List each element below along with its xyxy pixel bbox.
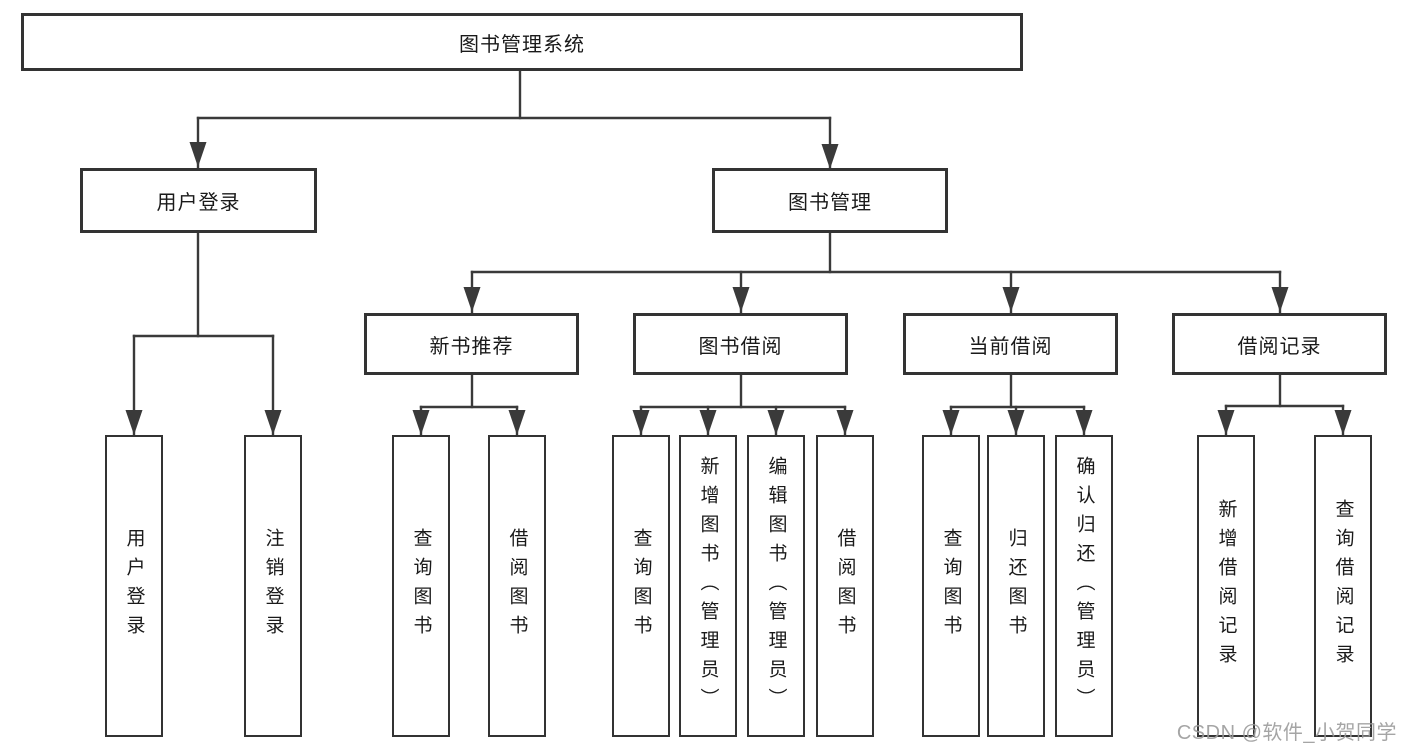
leaf-borrow-borrow-books: 借阅图书: [816, 435, 874, 737]
node-library-system: 图书管理系统: [21, 13, 1023, 71]
leaf-borrow-query-books: 查询图书: [612, 435, 670, 737]
node-book-borrow: 图书借阅: [633, 313, 848, 375]
leaf-records-add-record: 新增借阅记录: [1197, 435, 1255, 737]
node-new-book-recommend: 新书推荐: [364, 313, 579, 375]
node-label: 查询图书: [940, 528, 962, 644]
node-current-borrow: 当前借阅: [903, 313, 1118, 375]
connector-book-borrow-children: [632, 373, 854, 437]
connector-book-management-children: [463, 231, 1289, 314]
node-label: 新增借阅记录: [1215, 499, 1237, 673]
node-label: 借阅图书: [834, 528, 856, 644]
node-label: 新书推荐: [429, 335, 514, 358]
node-label: 图书管理系统: [459, 33, 585, 56]
leaf-recommend-borrow-books: 借阅图书: [488, 435, 546, 737]
connector-new-book-recommend-children: [412, 373, 526, 437]
leaf-current-confirm-return-admin: 确认归还（管理员）: [1055, 435, 1113, 737]
node-book-management: 图书管理: [712, 168, 948, 233]
leaf-borrow-add-books-admin: 新增图书（管理员）: [679, 435, 737, 737]
node-label: 图书管理: [788, 192, 872, 214]
node-label: 图书借阅: [698, 335, 783, 358]
leaf-borrow-edit-books-admin: 编辑图书（管理员）: [747, 435, 805, 737]
connector-current-borrow-children: [942, 373, 1093, 437]
leaf-records-query-record: 查询借阅记录: [1314, 435, 1372, 737]
node-label: 查询借阅记录: [1332, 499, 1354, 673]
leaf-current-query-books: 查询图书: [922, 435, 980, 737]
connector-borrow-records-children: [1217, 373, 1352, 437]
leaf-logout: 注销登录: [244, 435, 302, 737]
connector-user-login-children: [125, 231, 282, 437]
node-label: 查询图书: [630, 528, 652, 644]
node-label: 当前借阅: [968, 335, 1053, 358]
node-label: 新增图书（管理员）: [697, 455, 719, 717]
node-label: 用户登录: [123, 528, 145, 644]
node-label: 查询图书: [410, 528, 432, 644]
leaf-user-login: 用户登录: [105, 435, 163, 737]
node-label: 注销登录: [262, 528, 284, 644]
node-label: 用户登录: [156, 192, 241, 214]
leaf-current-return-books: 归还图书: [987, 435, 1045, 737]
node-label: 确认归还（管理员）: [1073, 455, 1095, 717]
node-label: 编辑图书（管理员）: [765, 455, 787, 717]
node-user-login: 用户登录: [80, 168, 317, 233]
connector-root-to-level2: [189, 68, 839, 171]
node-label: 归还图书: [1005, 528, 1027, 644]
csdn-watermark: CSDN @软件_小贺同学: [1176, 722, 1397, 744]
node-borrow-records: 借阅记录: [1172, 313, 1387, 375]
node-label: 借阅图书: [506, 528, 528, 644]
leaf-recommend-query-books: 查询图书: [392, 435, 450, 737]
node-label: 借阅记录: [1237, 335, 1322, 358]
